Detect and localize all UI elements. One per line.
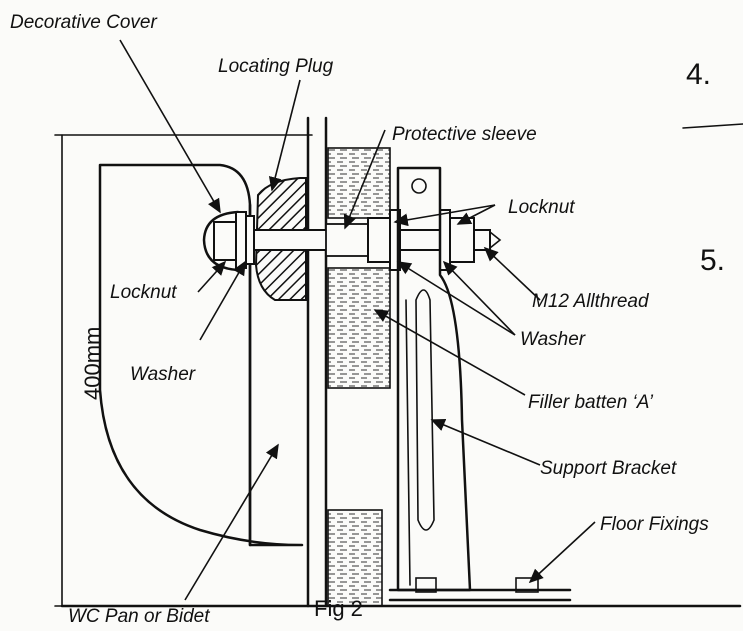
side-number-4: 4. xyxy=(686,58,711,91)
label-washer-right: Washer xyxy=(520,329,586,350)
side-number-5: 5. xyxy=(700,244,725,277)
label-locknut-left: Locknut xyxy=(110,282,177,303)
side-rule xyxy=(682,123,743,129)
label-m12-allthread: M12 Allthread xyxy=(532,291,650,312)
label-filler-batten: Filler batten ‘A’ xyxy=(528,392,654,413)
label-locknut-right: Locknut xyxy=(508,197,575,218)
label-washer-left: Washer xyxy=(130,364,196,385)
right-nut-assembly xyxy=(367,209,475,271)
left-nut-assembly xyxy=(213,211,255,269)
label-decorative-cover: Decorative Cover xyxy=(10,12,157,33)
dimension-400mm xyxy=(54,134,313,607)
leader-lines xyxy=(119,39,596,601)
label-locating-plug: Locating Plug xyxy=(218,56,334,77)
label-protective-sleeve: Protective sleeve xyxy=(392,124,537,145)
filler-battens xyxy=(327,147,391,607)
label-support-bracket: Support Bracket xyxy=(540,458,677,479)
figure-caption: Fig 2 xyxy=(314,596,363,621)
wall xyxy=(306,116,328,608)
label-dimension: 400mm xyxy=(80,327,105,400)
decorative-cover xyxy=(202,210,240,272)
label-floor-fixings: Floor Fixings xyxy=(600,514,709,535)
label-wc-pan: WC Pan or Bidet xyxy=(68,606,210,626)
support-bracket xyxy=(388,166,572,602)
